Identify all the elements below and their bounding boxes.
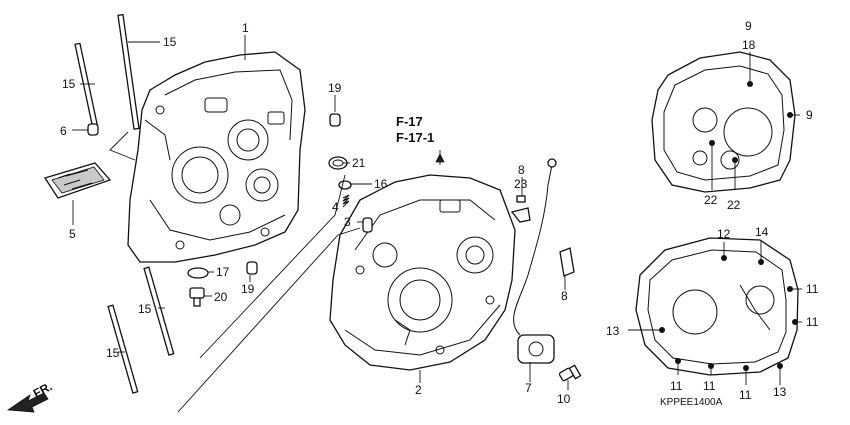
callout-7: 7 [525, 381, 532, 395]
callout-4: 4 [332, 200, 339, 214]
callout-6: 6 [60, 124, 67, 138]
small-parts [87, 113, 582, 382]
leader-lines [72, 35, 802, 413]
callout-11-e: 11 [739, 388, 752, 402]
callout-15-b: 15 [62, 77, 76, 91]
callout-14: 14 [755, 225, 769, 239]
callout-11-b: 11 [806, 315, 819, 329]
callout-17: 17 [216, 265, 230, 279]
callout-10: 10 [557, 392, 571, 406]
callout-11-a: 11 [806, 282, 819, 296]
callout-23: 23 [514, 177, 528, 191]
callout-20: 20 [214, 290, 228, 304]
callout-22-left: 22 [704, 193, 718, 207]
callout-15-c: 15 [138, 302, 152, 316]
callout-11-d: 11 [703, 379, 716, 393]
callout-15-a: 15 [163, 35, 177, 49]
callout-3: 3 [344, 215, 351, 229]
callout-8-lower: 8 [561, 289, 568, 303]
callout-18: 18 [742, 38, 756, 52]
callout-19-upper: 19 [328, 81, 342, 95]
front-direction-arrow: FR. [6, 379, 54, 413]
bolt-hole-markers [659, 81, 798, 371]
gasket-upper [651, 51, 796, 193]
gasket-lower [635, 237, 799, 376]
reference-label-1: F-17 [396, 114, 423, 129]
right-crankcase [329, 174, 516, 371]
callout-8-upper: 8 [518, 163, 525, 177]
drawing-code: KPPEE1400A [660, 397, 723, 408]
stud-bolts [74, 13, 175, 394]
left-crankcase [127, 51, 306, 263]
callout-11-c: 11 [670, 379, 683, 393]
callout-1: 1 [242, 21, 249, 35]
callout-15-d: 15 [106, 346, 120, 360]
reference-arrow [435, 153, 445, 163]
oil-strainer-screen [43, 162, 112, 199]
callout-16: 16 [374, 177, 388, 191]
callout-5: 5 [69, 227, 76, 241]
callout-2: 2 [415, 383, 422, 397]
callout-13-left: 13 [606, 324, 620, 338]
callout-22-right: 22 [727, 198, 741, 212]
callout-9-side: 9 [806, 108, 813, 122]
callout-numbers: 1 2 3 4 5 6 7 8 8 9 9 10 11 11 11 11 11 … [60, 19, 819, 406]
callout-13-bottom: 13 [773, 385, 787, 399]
callout-19-lower: 19 [241, 282, 255, 296]
callout-9-upper: 9 [745, 19, 752, 33]
callout-12: 12 [717, 227, 731, 241]
reference-label-2: F-17-1 [396, 130, 434, 145]
callout-21: 21 [352, 156, 366, 170]
